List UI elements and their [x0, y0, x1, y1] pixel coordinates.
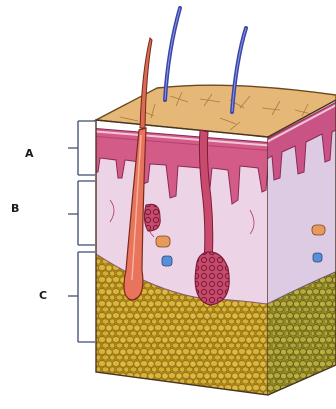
- layer-label-c: C: [39, 289, 47, 302]
- vessel-front-orange: [156, 236, 170, 247]
- bracket-c: [68, 252, 95, 342]
- layer-label-a: A: [25, 147, 34, 160]
- hair-bulb-right: [195, 252, 229, 305]
- layer-label-b: B: [11, 202, 19, 215]
- bracket-a: [68, 121, 95, 175]
- layer-brackets: [68, 121, 95, 342]
- sebaceous-gland-left: [144, 204, 160, 231]
- vessel-side-orange: [312, 225, 325, 235]
- bracket-b: [68, 181, 95, 245]
- vessel-side-blue: [313, 253, 322, 262]
- vessel-front-blue: [162, 256, 172, 266]
